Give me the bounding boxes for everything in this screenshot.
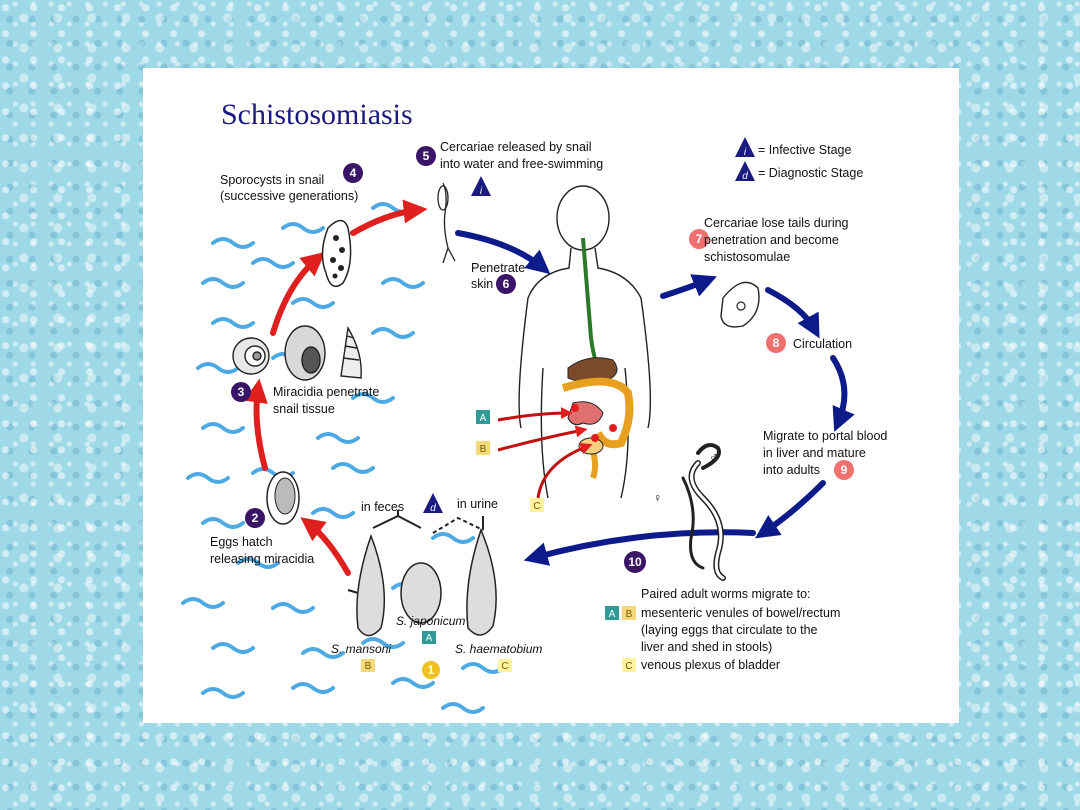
worm-site-c: venous plexus of bladder [641, 658, 780, 672]
species-site-arrows [497, 407, 593, 499]
sporocyst-illustration [321, 219, 352, 288]
diagram-text: 2 [252, 511, 259, 525]
in-urine-label: in urine [457, 497, 498, 511]
step-10-label: Paired adult worms migrate to: [641, 587, 811, 601]
step-3-label-line2: snail tissue [273, 402, 335, 416]
haematobium-label: S. haematobium [455, 642, 542, 656]
worm-site-ab-note-line1: (laying eggs that circulate to the [641, 623, 818, 637]
step-badge-2 [245, 508, 265, 528]
legend-diagnostic-label: = Diagnostic Stage [758, 166, 863, 180]
step-6-label-line1: Penetrate [471, 261, 525, 275]
diagram-text: 1 [428, 663, 435, 677]
japonicum-label: S. japonicum [396, 614, 465, 628]
host-arrows [455, 230, 855, 566]
mansoni-label: S. mansoni [331, 642, 391, 656]
step-8-label: Circulation [793, 337, 852, 351]
diagram-text: 9 [841, 463, 848, 477]
step-6-label-line2: skin [471, 277, 493, 291]
step-badge-6 [496, 274, 516, 294]
step-badge-9 [834, 460, 854, 480]
diagram-text: A [609, 609, 616, 620]
legend-infective-label: = Infective Stage [758, 143, 852, 157]
step-3-label-line1: Miracidia penetrate [273, 385, 379, 399]
digestive-tract [561, 237, 634, 479]
step-9-label-line3: into adults [763, 463, 820, 477]
diagram-text: B [480, 444, 487, 455]
snail-illustrations [232, 325, 362, 381]
diagram-text: C [501, 661, 508, 672]
step-9-label-line2: in liver and mature [763, 446, 866, 460]
diagram-text: B [365, 661, 372, 672]
lifecycle-diagram: Schistosomiasis [181, 98, 887, 714]
worm-site-ab-note-line2: liver and shed in stools) [641, 640, 772, 654]
step-badge-8 [766, 333, 786, 353]
diagram-text: 10 [628, 555, 642, 569]
step-7-label-line2: penetration and become [704, 233, 839, 247]
step-badge-3 [231, 382, 251, 402]
step-7-label-line3: schistosomulae [704, 250, 790, 264]
step-7-label-line1: Cercariae lose tails during [704, 216, 849, 230]
step-badge-7 [689, 229, 709, 249]
diagram-text: 5 [423, 149, 430, 163]
human-body [518, 185, 652, 499]
diagram-text: A [426, 633, 433, 644]
diagram-text: 4 [350, 166, 357, 180]
cercaria-illustration [437, 182, 456, 264]
male-symbol: ♂ [709, 450, 718, 464]
schistosomulum-illustration [720, 281, 760, 328]
diagram-text: A [480, 413, 487, 424]
diagram-text: 6 [503, 277, 510, 291]
adult-worms-illustration [681, 442, 726, 581]
diagram-text: i [480, 186, 483, 197]
step-5-label-line2: into water and free-swimming [440, 157, 603, 171]
diagram-text: C [533, 501, 540, 512]
diagram-text: C [625, 661, 632, 672]
infective-stage-icon [471, 176, 491, 196]
step-4-label-line1: Sporocysts in snail [220, 173, 324, 187]
step-badge-10 [624, 551, 646, 573]
diagram-text: B [626, 609, 633, 620]
diagram-title: Schistosomiasis [221, 98, 413, 131]
egg-illustrations [347, 527, 497, 637]
legend-infective-icon [735, 137, 755, 157]
step-badges: 4 5 6 3 2 10 1 7 8 9 [231, 146, 854, 679]
environment-arrows [244, 199, 428, 576]
diagram-text: 3 [238, 385, 245, 399]
diagram-text: 7 [696, 232, 703, 246]
miracidium-egg [266, 471, 300, 525]
female-symbol: ♀ [653, 491, 662, 505]
step-badge-1 [422, 661, 440, 679]
diagram-text: i [744, 147, 747, 158]
step-2-label-line1: Eggs hatch [210, 535, 273, 549]
diagram-text: 8 [773, 336, 780, 350]
species-letter-boxes: A B C A B C A B C [361, 410, 636, 672]
stage-triangles: i d i d [423, 137, 755, 514]
worm-site-ab: mesenteric venules of bowel/rectum [641, 606, 840, 620]
diagnostic-stage-icon [423, 493, 443, 513]
diagram-text: d [430, 503, 436, 514]
slide: Schistosomiasis [143, 68, 959, 723]
step-2-label-line2: releasing miracidia [210, 552, 314, 566]
step-4-label-line2: (successive generations) [220, 189, 358, 203]
step-badge-4 [343, 163, 363, 183]
diagram-text: d [742, 171, 748, 182]
step-badge-5 [416, 146, 436, 166]
step-5-label-line1: Cercariae released by snail [440, 140, 591, 154]
in-feces-label: in feces [361, 500, 404, 514]
egg-routing-lines [372, 510, 484, 534]
step-9-label-line1: Migrate to portal blood [763, 429, 887, 443]
legend-diagnostic-icon [735, 161, 755, 181]
